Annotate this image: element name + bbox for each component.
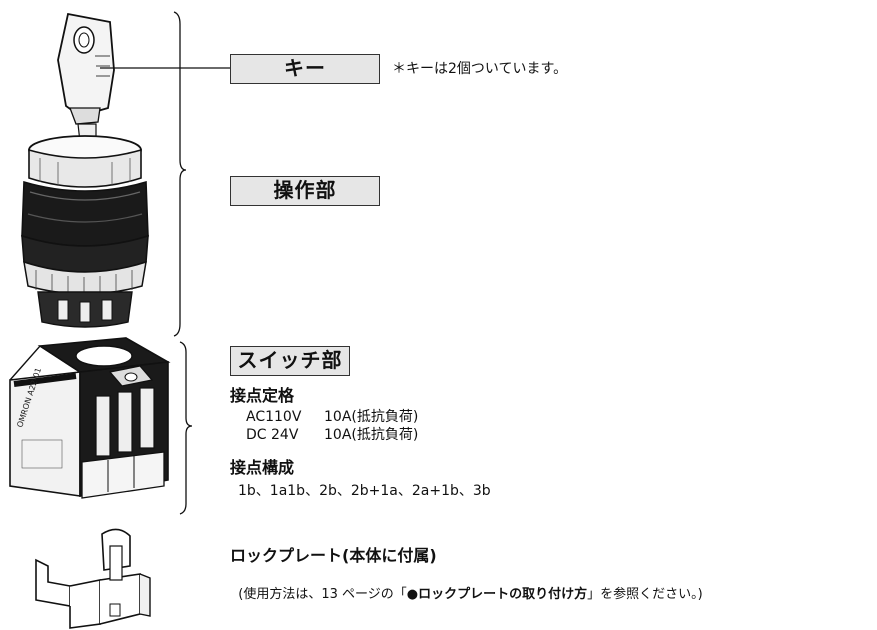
contact-rating-heading: 接点定格 xyxy=(230,386,295,405)
switch-brace xyxy=(179,341,193,515)
lock-plate-note-bold: ●ロックプレートの取り付け方 xyxy=(406,587,588,602)
lock-plate-note-prefix: (使用方法は、13 ページの「 xyxy=(238,587,407,602)
operation-part-image xyxy=(21,135,149,328)
switch-unit-image: OMRON A22-01 xyxy=(9,337,171,499)
contact-config-list: 1b、1a1b、2b、2b+1a、2a+1b、3b xyxy=(238,483,491,499)
rating-voltage: AC110V xyxy=(246,409,302,425)
lock-plate-image xyxy=(35,528,151,629)
operation-label: 操作部 xyxy=(230,176,380,206)
key-image xyxy=(57,12,115,143)
rating-current: 10A(抵抗負荷) xyxy=(324,427,419,443)
contact-config-heading: 接点構成 xyxy=(230,458,295,477)
lock-plate-note: (使用方法は、13 ページの「●ロックプレートの取り付け方」を参照ください。) xyxy=(230,568,703,604)
rating-current: 10A(抵抗負荷) xyxy=(324,409,419,425)
switch-label: スイッチ部 xyxy=(230,346,350,376)
lock-plate-heading: ロックプレート(本体に付属) xyxy=(230,546,437,565)
key-label: キー xyxy=(230,54,380,84)
key-note: ＊キーは2個ついています。 xyxy=(392,61,568,77)
lock-plate-note-suffix: 」を参照ください。) xyxy=(587,587,703,602)
key-operation-brace xyxy=(173,11,187,337)
rating-voltage: DC 24V xyxy=(246,427,299,443)
